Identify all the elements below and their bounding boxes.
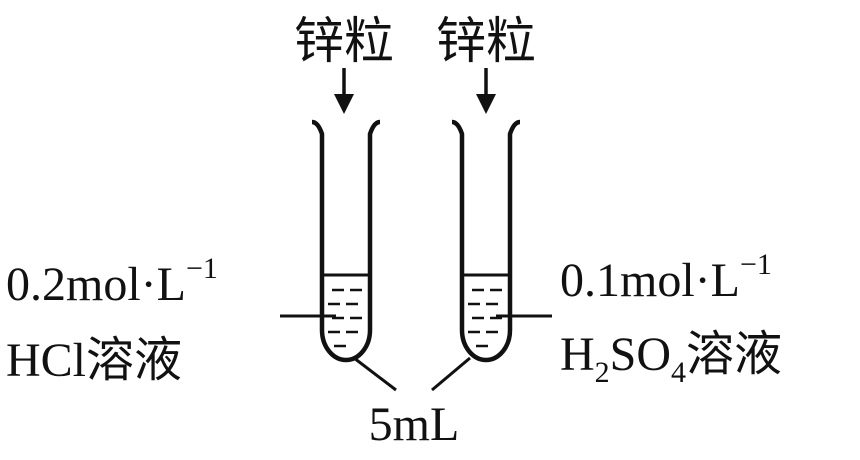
right-concentration-label: 0.1mol·L−1 — [560, 248, 772, 307]
left-zinc-label: 锌粒 — [294, 13, 394, 69]
volume-label: 5mL — [369, 398, 460, 451]
right-arrow-icon — [476, 68, 496, 114]
right-zinc-label: 锌粒 — [436, 13, 536, 69]
right-test-tube — [451, 119, 521, 363]
left-liquid — [322, 273, 370, 348]
left-test-tube — [311, 119, 381, 363]
right-liquid — [462, 273, 510, 348]
left-arrow-icon — [334, 68, 354, 114]
left-volume-leader — [353, 356, 397, 392]
right-solution-name: H2SO4溶液 — [560, 328, 782, 389]
left-solution-name: HCl溶液 — [6, 334, 182, 387]
left-concentration-label: 0.2mol·L−1 — [6, 252, 218, 311]
right-volume-leader — [431, 356, 471, 392]
